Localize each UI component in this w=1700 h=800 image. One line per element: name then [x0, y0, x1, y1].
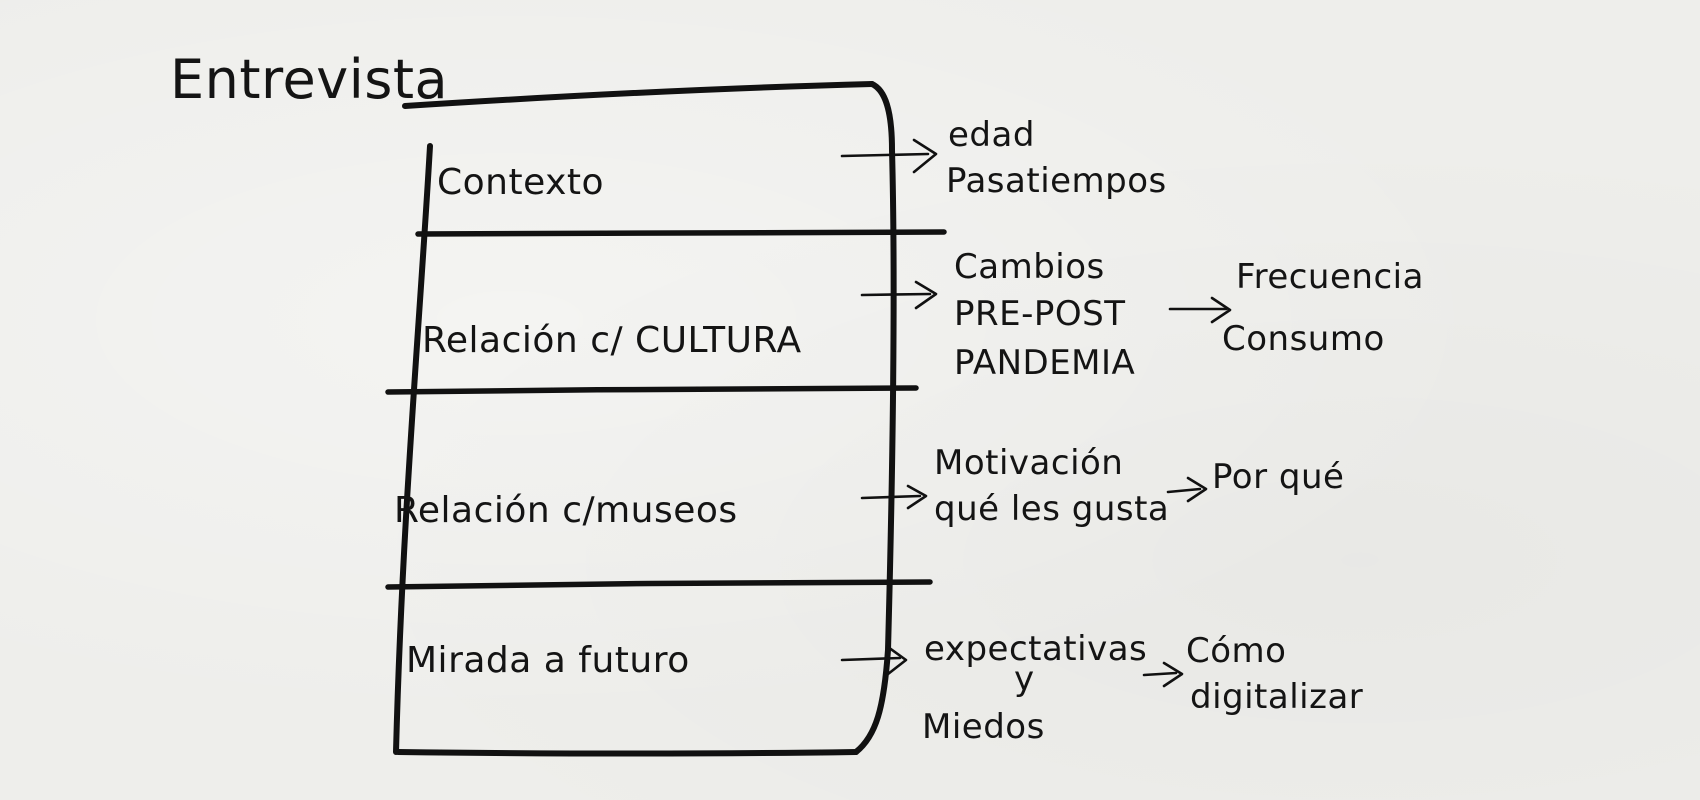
detail-context-2: Pasatiempos [946, 161, 1167, 201]
arrow-future-follow [1142, 661, 1184, 688]
detail-culture-2: PRE-POST [954, 294, 1126, 334]
divider-2 [385, 385, 919, 395]
outer-frame-left [393, 143, 433, 755]
detail-museums-2: qué les gusta [934, 489, 1169, 529]
section-label-context: Contexto [437, 162, 604, 203]
detail-future-1: expectativas [924, 629, 1147, 669]
outer-frame-bottom [395, 749, 859, 757]
arrow-culture [860, 280, 938, 310]
outer-frame-right [853, 81, 897, 755]
divider-3 [385, 579, 933, 590]
arrow-museums [860, 484, 928, 510]
detail-culture-1: Cambios [954, 247, 1105, 287]
arrow-future [840, 645, 908, 676]
arrow-museums-follow [1166, 476, 1208, 503]
outer-frame-top [402, 81, 875, 109]
detail-future-2: y [1014, 659, 1035, 699]
followup-museums-1: Por qué [1212, 457, 1344, 497]
section-label-culture: Relación c/ CULTURA [422, 320, 802, 361]
section-label-museums: Relación c/museos [394, 490, 738, 531]
followup-culture-1: Frecuencia [1236, 257, 1424, 297]
detail-museums-1: Motivación [934, 443, 1123, 483]
followup-culture-2: Consumo [1222, 319, 1385, 359]
diagram-title: Entrevista [170, 48, 448, 111]
detail-culture-3: PANDEMIA [954, 343, 1135, 383]
section-label-future: Mirada a futuro [406, 640, 690, 681]
divider-1 [415, 229, 947, 237]
arrow-context [840, 138, 938, 174]
arrow-culture-follow [1168, 296, 1232, 324]
detail-future-3: Miedos [922, 707, 1045, 747]
followup-future-1: Cómo [1186, 631, 1286, 671]
followup-future-2: digitalizar [1190, 677, 1363, 717]
detail-context-1: edad [948, 115, 1035, 155]
